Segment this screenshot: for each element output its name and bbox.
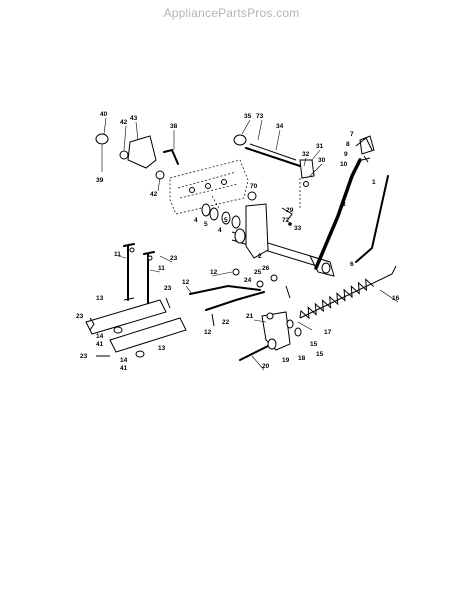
label-23d: 23: [80, 353, 88, 360]
label-25: 25: [254, 269, 262, 276]
label-26: 26: [262, 265, 270, 272]
label-14: 14: [96, 333, 104, 340]
label-11: 11: [114, 251, 121, 258]
main-cross-shaft: [231, 203, 335, 277]
label-4: 4: [194, 217, 198, 224]
left-lift-links: [85, 243, 187, 358]
label-7: 7: [350, 131, 354, 138]
label-70: 70: [250, 183, 258, 190]
label-1: 1: [372, 179, 376, 186]
label-12: 12: [210, 269, 218, 276]
part-number-labels: 1 2 3 4 4 5 5 6 7 8 9 10 11 11 12 12 12 …: [76, 111, 400, 372]
label-42b: 42: [150, 191, 158, 198]
label-35: 35: [244, 113, 252, 120]
label-24: 24: [244, 277, 252, 284]
label-18: 18: [298, 355, 306, 362]
label-38: 38: [170, 123, 178, 130]
label-42: 42: [120, 119, 128, 126]
label-4b: 4: [218, 227, 222, 234]
label-14b: 14: [120, 357, 128, 364]
lever-handle-group: [95, 133, 179, 192]
label-19: 19: [282, 357, 290, 364]
label-43: 43: [130, 115, 138, 122]
label-32: 32: [302, 151, 310, 158]
label-11b: 11: [158, 265, 165, 272]
label-31: 31: [316, 143, 324, 150]
label-73: 73: [256, 113, 264, 120]
label-12b: 12: [182, 279, 190, 286]
washer-stack: [201, 203, 241, 229]
spring-bracket-assembly: [239, 311, 313, 361]
label-23c: 23: [76, 313, 84, 320]
label-41: 41: [96, 341, 104, 348]
label-17: 17: [324, 329, 332, 336]
label-13: 13: [96, 295, 104, 302]
label-15: 15: [310, 341, 318, 348]
label-8: 8: [346, 141, 350, 148]
label-2: 2: [258, 253, 262, 260]
label-21: 21: [246, 313, 254, 320]
label-12c: 12: [204, 329, 212, 336]
lift-assist-spring: [299, 265, 397, 320]
label-3: 3: [342, 201, 346, 208]
label-34: 34: [276, 123, 284, 130]
label-22: 22: [222, 319, 230, 326]
label-30: 30: [318, 157, 326, 164]
handle-knob-spring: [359, 135, 375, 163]
label-72: 72: [282, 217, 290, 224]
leader-lines: [103, 117, 399, 371]
release-rod: [355, 175, 389, 263]
label-10: 10: [340, 161, 348, 168]
label-23: 23: [170, 255, 178, 262]
label-15b: 15: [316, 351, 324, 358]
label-40: 40: [100, 111, 108, 118]
label-5b: 5: [224, 217, 228, 224]
label-29: 29: [286, 207, 294, 214]
label-9: 9: [344, 151, 348, 158]
frame-bracket: [169, 159, 249, 215]
label-39: 39: [96, 177, 104, 184]
center-linkage: [189, 268, 291, 327]
label-6: 6: [350, 261, 354, 268]
site-watermark: AppliancePartsPros.com: [163, 6, 300, 20]
label-13b: 13: [158, 345, 166, 352]
label-33: 33: [294, 225, 302, 232]
label-23b: 23: [164, 285, 172, 292]
label-5: 5: [204, 221, 208, 228]
threaded-adjust-rod: [233, 134, 315, 208]
label-20: 20: [262, 363, 270, 370]
label-41b: 41: [120, 365, 128, 372]
label-16: 16: [392, 295, 400, 302]
clip-assembly: [247, 191, 293, 226]
